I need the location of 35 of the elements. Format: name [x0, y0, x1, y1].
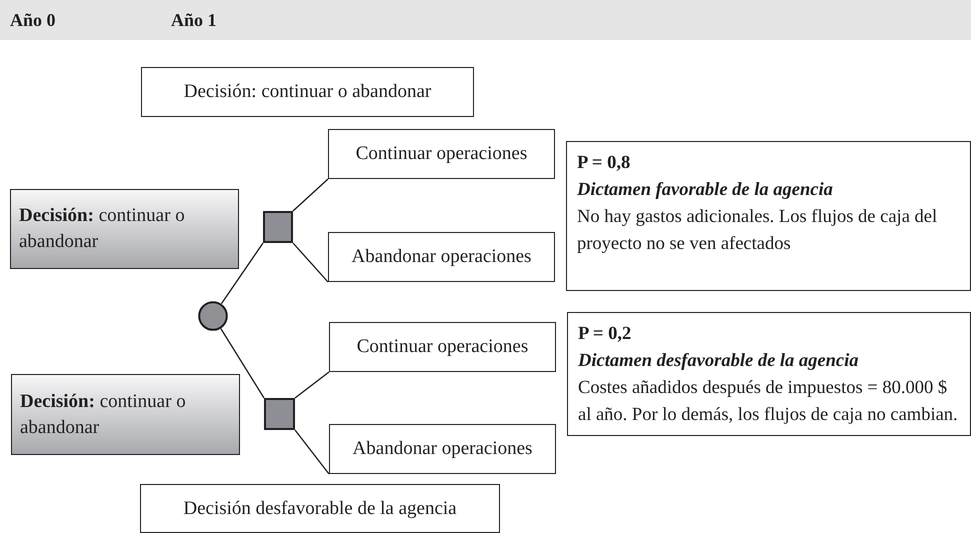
- outcome-title: Dictamen favorable de la agencia: [577, 179, 834, 202]
- branch-line: [292, 242, 328, 282]
- box-text: Abandonar operaciones: [352, 438, 534, 460]
- box-text: Continuar operaciones: [356, 336, 530, 358]
- label-box: [328, 232, 555, 282]
- label-box: [141, 67, 474, 117]
- box-text: Decisión: continuar o abandonar: [20, 390, 187, 440]
- branch-line: [220, 242, 264, 304]
- outcome-box: [567, 312, 971, 436]
- label-box: [328, 129, 555, 179]
- chance-node-circle: [198, 301, 228, 331]
- box-text: Decisión: continuar o abandonar: [182, 81, 432, 103]
- probability-text: P = 0,8: [577, 152, 632, 175]
- label-box: [140, 484, 500, 533]
- decision-box: [11, 374, 240, 455]
- probability-text: P = 0,2: [578, 323, 632, 346]
- year-label: Año 1: [171, 10, 217, 31]
- box-text: Decisión: continuar o abandonar: [19, 204, 186, 254]
- outcome-description: Costes añadidos después de impuestos = 80.000 $ al año. Por lo demás, los flujos de caja no cambian.: [578, 377, 959, 427]
- box-text: Continuar operaciones: [354, 143, 528, 165]
- outcome-description: No hay gastos adicionales. Los flujos de caja del proyecto no se ven afectados: [577, 206, 938, 256]
- year-label: Año 0: [10, 10, 56, 31]
- box-text: Decisión desfavorable de la agencia: [182, 498, 458, 520]
- box-text: Abandonar operaciones: [350, 246, 532, 268]
- outcome-title: Dictamen desfavorable de la agencia: [578, 350, 860, 373]
- label-box: [329, 424, 556, 474]
- label-box: [329, 322, 556, 372]
- branch-line: [220, 328, 265, 398]
- branch-line: [294, 371, 330, 399]
- branch-line: [294, 430, 330, 474]
- decision-box: [10, 189, 239, 269]
- outcome-box: [566, 141, 971, 291]
- decision-node-square: [264, 398, 295, 430]
- branch-line: [292, 178, 328, 212]
- decision-node-square: [263, 211, 293, 243]
